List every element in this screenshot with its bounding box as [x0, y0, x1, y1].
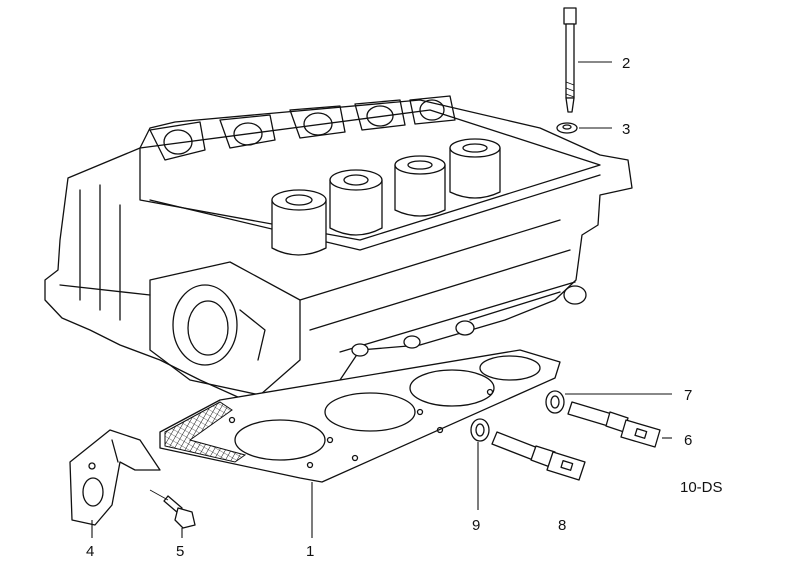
callout-4: 4: [86, 543, 94, 560]
callout-1: 1: [306, 543, 314, 560]
seal-ring-7: [545, 390, 565, 414]
callout-3: 3: [622, 121, 630, 138]
temperature-sensor-8: [491, 431, 586, 481]
callout-8: 8: [558, 517, 566, 534]
callout-2: 2: [622, 55, 630, 72]
head-bolt-2: [563, 7, 577, 113]
temperature-sensor-6: [567, 401, 661, 448]
bolt-5: [149, 489, 196, 529]
callout-5: 5: [176, 543, 184, 560]
cylinder-head: [44, 95, 633, 419]
mounting-bracket: [69, 429, 161, 526]
diagram-code: 10-DS: [680, 479, 723, 496]
seal-ring-9: [470, 418, 490, 442]
callout-6: 6: [684, 432, 692, 449]
callout-7: 7: [684, 387, 692, 404]
leader-lines: [91, 61, 672, 538]
washer-3: [556, 122, 578, 134]
tappet-bores: [271, 138, 501, 256]
head-gasket: [159, 349, 561, 483]
callout-9: 9: [472, 517, 480, 534]
